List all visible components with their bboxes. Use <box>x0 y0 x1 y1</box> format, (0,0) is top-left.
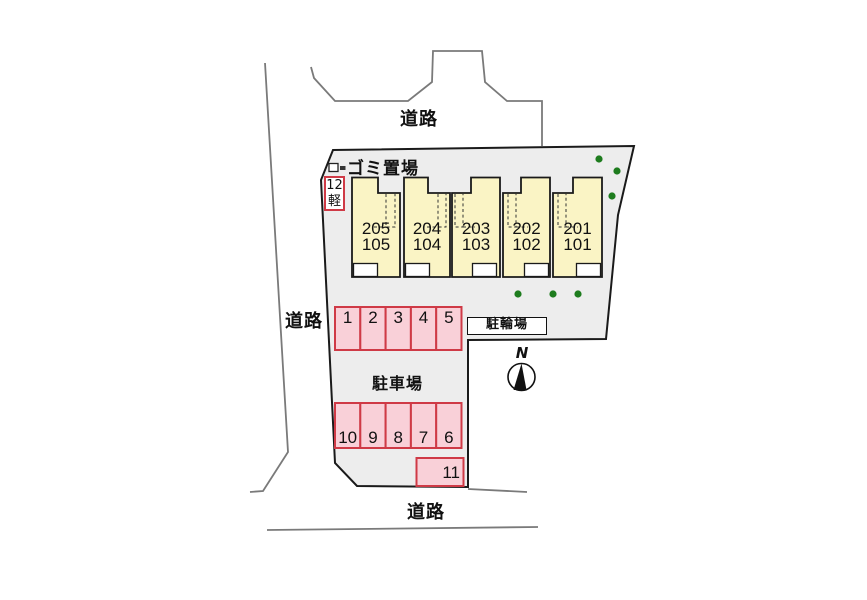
road-edge-bottom-near <box>467 488 528 493</box>
unit-porch-203 <box>471 262 498 278</box>
unit-upper-number: 201 <box>563 219 592 238</box>
parking-stall-5 <box>435 306 463 351</box>
unit-entry-dashed-203 <box>454 194 475 228</box>
unit-entry-dashed-205 <box>374 194 396 228</box>
parking-stall-11 <box>415 457 465 487</box>
unit-label-203-103: 203 103 <box>452 219 500 254</box>
unit-upper-number: 204 <box>412 219 442 238</box>
kei-stall-number: 12 <box>326 178 343 193</box>
bicycle-parking-label: 駐輪場 <box>467 317 547 335</box>
unit-label-202-102: 202 102 <box>503 219 550 254</box>
road-outline-top <box>310 50 543 146</box>
north-compass-icon <box>507 362 536 392</box>
tree-dot-icon <box>595 155 603 163</box>
unit-label-201-101: 201 101 <box>553 219 602 254</box>
unit-porch-204 <box>404 262 431 278</box>
unit-lower-number: 104 <box>412 235 442 254</box>
unit-label-205-105: 205 105 <box>352 219 400 254</box>
stall-number-7: 7 <box>418 428 429 447</box>
unit-upper-number: 202 <box>512 219 541 238</box>
unit-entry-dashed-201 <box>557 194 578 228</box>
tree-dot-icon <box>549 290 557 298</box>
unit-upper-number: 205 <box>361 219 391 238</box>
parking-stall-8 <box>384 402 412 449</box>
garbage-area-label: ゴミ置場 <box>347 159 419 179</box>
unit-entry-dashed-204 <box>427 194 447 228</box>
unit-porch-201 <box>575 262 602 278</box>
stall-number-10: 10 <box>338 428 358 447</box>
stall-number-8: 8 <box>393 428 403 447</box>
road-edge-left <box>249 62 289 493</box>
stall-number-9: 9 <box>368 428 378 447</box>
unit-entry-dashed-202 <box>507 194 528 228</box>
stall-number-11: 11 <box>442 463 460 482</box>
road-edge-bottom-far <box>266 526 539 531</box>
road-label-left: 道路 <box>285 311 323 332</box>
kei-car-stall-12: 12 軽 <box>324 176 345 211</box>
parking-stall-10 <box>334 402 362 449</box>
stall-number-2: 2 <box>368 308 378 327</box>
stall-number-6: 6 <box>444 428 454 447</box>
unit-porch-205 <box>352 262 379 278</box>
garbage-bin-icon <box>328 162 346 173</box>
unit-upper-number: 203 <box>461 219 491 238</box>
stall-number-1: 1 <box>342 308 353 327</box>
road-label-top: 道路 <box>400 109 438 130</box>
unit-lower-number: 101 <box>563 235 592 254</box>
parking-stall-9 <box>359 402 387 449</box>
unit-label-204-104: 204 104 <box>404 219 450 254</box>
kei-stall-type: 軽 <box>327 193 341 209</box>
unit-porch-202 <box>523 262 550 278</box>
parking-stall-3 <box>384 306 412 351</box>
stall-number-3: 3 <box>393 308 403 327</box>
tree-dot-icon <box>574 290 582 298</box>
parking-stall-2 <box>359 306 387 351</box>
building-unit-203 <box>451 176 501 278</box>
parking-stall-6 <box>435 402 463 449</box>
stall-number-5: 5 <box>444 308 454 327</box>
building-unit-202 <box>502 176 551 278</box>
parking-lot-label: 駐車場 <box>371 374 423 393</box>
compass-north-label: N <box>515 344 529 362</box>
stall-number-4: 4 <box>418 308 429 327</box>
road-label-bottom: 道路 <box>407 502 445 523</box>
tree-dot-icon <box>514 290 522 298</box>
unit-lower-number: 105 <box>361 235 391 254</box>
tree-dot-icon <box>608 192 616 200</box>
unit-lower-number: 103 <box>461 235 491 254</box>
unit-lower-number: 102 <box>512 235 541 254</box>
tree-dot-icon <box>613 167 621 175</box>
